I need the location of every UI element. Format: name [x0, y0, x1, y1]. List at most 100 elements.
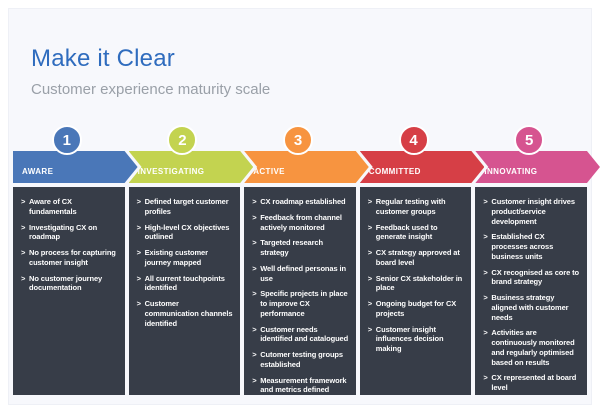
bullet-text: Established CX processes across business… [491, 232, 554, 261]
stage-number-badge: 2 [167, 125, 198, 155]
bullet-text: Customer needs identified and catalogued [260, 324, 349, 344]
stage-bullet-item: >No process for capturing customer insig… [21, 248, 119, 268]
bullet-text: Ongoing budget for CX projects [375, 299, 457, 318]
bullet-chevron-icon: > [483, 197, 488, 206]
bullet-chevron-icon: > [252, 375, 257, 385]
bullet-chevron-icon: > [136, 248, 141, 257]
maturity-scale-card: Make it Clear Customer experience maturi… [8, 8, 592, 405]
bullet-chevron-icon: > [136, 222, 141, 232]
stage-bullet-item: >Existing customer journey mapped [137, 248, 235, 268]
stage-bullet-item: >Feedback used to generate insight [368, 223, 466, 243]
bullet-chevron-icon: > [367, 324, 373, 334]
bullet-chevron-icon: > [483, 373, 488, 383]
bullet-chevron-icon: > [252, 238, 257, 248]
bullet-text: Feedback from channel actively monitored [260, 212, 342, 232]
bullet-text: Customer insight influences decision mak… [375, 324, 444, 354]
bullet-chevron-icon: > [136, 299, 141, 308]
stage-chevron-band: AWARE [13, 151, 138, 183]
stage-bullet-item: >Targeted research strategy [252, 238, 350, 258]
stage-bullet-item: >CX represented at board level [483, 373, 581, 393]
stage-number: 4 [409, 131, 418, 149]
stage-bullet-item: >Customer insight drives product/service… [483, 197, 581, 226]
stage-panel-innovating: >Customer insight drives product/service… [475, 187, 587, 395]
bullet-chevron-icon: > [252, 324, 257, 334]
stage-chevron-band: INVESTIGATING [129, 151, 254, 183]
bullet-text: Well defined personas in use [260, 263, 347, 283]
bullet-text: Measurement framework and metrics define… [260, 375, 347, 395]
page-subtitle: Customer experience maturity scale [31, 81, 271, 98]
stage-bullet-list: >Aware of CX fundamentals>Investigating … [21, 197, 119, 293]
bullet-text: Customer communication channels identifi… [144, 299, 233, 328]
bullet-text: CX roadmap established [260, 197, 346, 206]
bullet-text: Cutomer testing groups established [260, 350, 343, 369]
stage-number-badge: 4 [398, 125, 429, 155]
bullet-text: Activities are continuously monitored an… [491, 328, 575, 367]
stage-bullet-item: >Well defined personas in use [252, 264, 350, 284]
stage-arrow-committed: 4 COMMITTED [360, 125, 472, 183]
stage-panels-row: >Aware of CX fundamentals>Investigating … [13, 187, 587, 395]
stage-bullet-item: >Defined target customer profiles [137, 197, 235, 217]
stage-bullet-item: >Senior CX stakeholder in place [368, 274, 466, 294]
stage-bullet-item: >CX recognised as core to brand strategy [483, 268, 581, 288]
stage-arrows-row: 1 AWARE 2 INVESTIGATING 3 ACTIVE 4 COMMI… [13, 125, 587, 183]
stage-bullet-item: >All current touchpoints identified [137, 274, 235, 294]
bullet-chevron-icon: > [252, 212, 257, 222]
stage-bullet-item: >Feedback from channel actively monitore… [252, 213, 350, 233]
bullet-text: Targeted research strategy [260, 238, 323, 257]
bullet-chevron-icon: > [483, 328, 488, 338]
stage-bullet-item: >Activities are continuously monitored a… [483, 328, 581, 367]
bullet-text: All current touchpoints identified [144, 273, 225, 293]
bullet-chevron-icon: > [367, 299, 373, 308]
stage-panel-committed: >Regular testing with customer groups >Fe… [359, 187, 472, 395]
stage-number-badge: 3 [282, 125, 313, 155]
stage-bullet-item: >High-level CX objectives outlined [137, 223, 235, 243]
stage-chevron-band: COMMITTED [360, 151, 485, 183]
bullet-chevron-icon: > [483, 267, 488, 277]
stage-label: INNOVATING [484, 167, 538, 176]
bullet-chevron-icon: > [367, 248, 373, 257]
stage-chevron-band: ACTIVE [244, 151, 369, 183]
bullet-chevron-icon: > [252, 289, 257, 299]
stage-bullet-item: >Customer needs identified and catalogue… [252, 325, 350, 345]
stage-label: AWARE [22, 167, 54, 176]
stage-bullet-list: >Customer insight drives product/service… [483, 197, 581, 393]
stage-panel-aware: >Aware of CX fundamentals>Investigating … [13, 187, 125, 395]
bullet-chevron-icon: > [21, 197, 26, 206]
stage-bullet-item: >Customer insight influences decision ma… [368, 325, 466, 354]
stage-number: 1 [62, 131, 71, 149]
stage-arrow-investigating: 2 INVESTIGATING [129, 125, 241, 183]
bullet-chevron-icon: > [21, 248, 26, 257]
stage-number-badge: 5 [514, 125, 545, 155]
stage-label: INVESTIGATING [137, 167, 205, 176]
stage-bullet-item: >Established CX processes across busines… [483, 232, 581, 261]
bullet-chevron-icon: > [367, 273, 373, 283]
stage-bullet-item: >Business strategy aligned with customer… [483, 293, 581, 322]
stage-bullet-item: >CX strategy approved at board level [368, 248, 466, 268]
stage-bullet-item: >Customer communication channels identif… [137, 299, 235, 328]
stage-bullet-item: >Cutomer testing groups established [252, 350, 350, 370]
bullet-chevron-icon: > [21, 273, 26, 283]
bullet-chevron-icon: > [252, 263, 257, 273]
stage-bullet-item: >Specific projects in place to improve C… [252, 289, 350, 318]
bullet-text: CX represented at board level [491, 373, 577, 392]
bullet-text: CX strategy approved at board level [375, 248, 460, 267]
stage-chevron-band: INNOVATING [475, 151, 600, 183]
stage-bullet-item: >Aware of CX fundamentals [21, 197, 119, 217]
stage-number: 3 [293, 131, 303, 149]
bullet-chevron-icon: > [252, 197, 257, 206]
stage-number-badge: 1 [51, 125, 82, 155]
stage-bullet-item: >Ongoing budget for CX projects [368, 299, 466, 319]
stage-arrow-active: 3 ACTIVE [244, 125, 356, 183]
bullet-text: Customer insight drives product/service … [491, 197, 575, 226]
stage-label: COMMITTED [368, 167, 421, 176]
stage-label: ACTIVE [253, 167, 285, 176]
stage-bullet-item: >CX roadmap established [252, 197, 350, 207]
stage-panel-active: >CX roadmap established>Feedback from ch… [244, 187, 356, 395]
bullet-text: CX recognised as core to brand strategy [491, 267, 580, 287]
stage-bullet-item: >Regular testing with customer groups [368, 197, 466, 217]
bullet-text: Investigating CX on roadmap [29, 222, 98, 242]
stage-number: 5 [525, 131, 534, 149]
bullet-text: Aware of CX fundamentals [29, 197, 77, 216]
bullet-text: Existing customer journey mapped [144, 248, 208, 267]
